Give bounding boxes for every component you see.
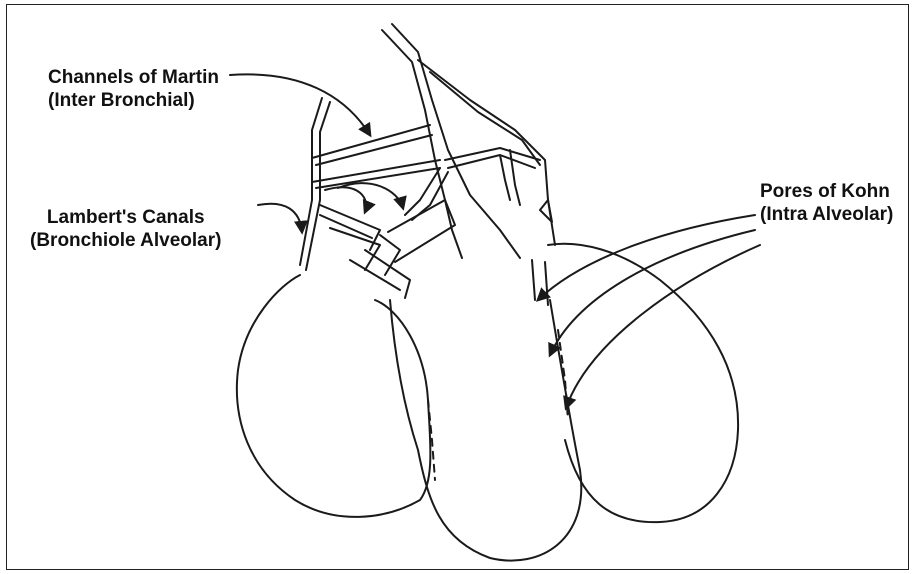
label-channels-of-martin: Channels of Martin (Inter Bronchial) (48, 66, 219, 112)
label-martin-line1: Channels of Martin (48, 66, 219, 89)
arrow-lambert-2 (325, 187, 366, 212)
lamberts-canals (320, 200, 455, 298)
label-pores-of-kohn: Pores of Kohn (Intra Alveolar) (760, 180, 893, 226)
shared-alveolar-wall (428, 330, 568, 480)
channels-of-martin (312, 125, 440, 188)
arrow-martin (230, 74, 370, 135)
label-kohn-line2: (Intra Alveolar) (760, 203, 893, 226)
label-lambert-line2: (Bronchiole Alveolar) (30, 229, 221, 252)
alveolus-left (237, 275, 431, 517)
label-kohn-line1: Pores of Kohn (760, 180, 893, 203)
arrow-kohn-3 (566, 245, 760, 408)
label-lambert-line1: Lambert's Canals (30, 206, 221, 229)
label-lamberts-canals: Lambert's Canals (Bronchiole Alveolar) (30, 206, 221, 252)
arrow-lambert-1 (258, 204, 302, 232)
interbronchial-links (405, 148, 540, 220)
alveolus-middle (390, 300, 581, 561)
alveolus-right (548, 244, 738, 522)
arrow-kohn-2 (550, 230, 755, 355)
arrow-kohn-1 (538, 215, 755, 300)
bronchiole-left-wall (300, 98, 330, 270)
bronchus-right-wall (418, 60, 555, 245)
label-martin-line2: (Inter Bronchial) (48, 89, 219, 112)
